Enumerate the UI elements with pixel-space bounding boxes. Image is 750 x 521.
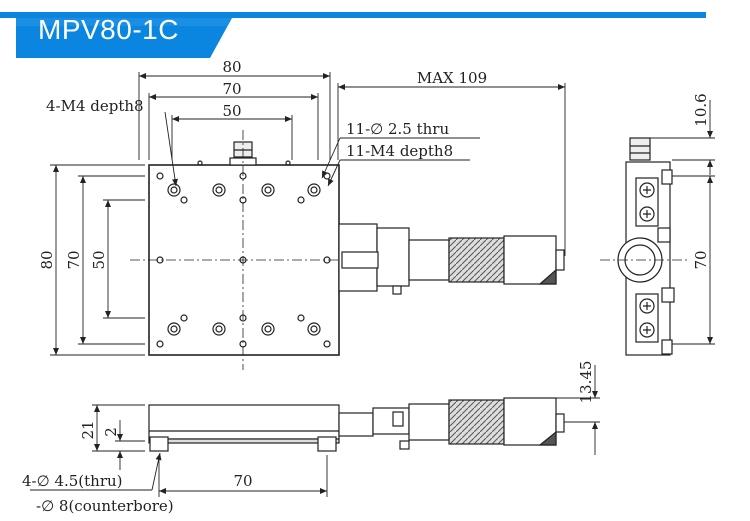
- label-counterbore: -∅ 8(counterbore): [36, 497, 174, 515]
- dim-height-70: 70: [65, 250, 83, 269]
- dim-width-50: 50: [222, 102, 241, 120]
- dim-front-70: 70: [233, 472, 252, 490]
- label-holes-thru: 11-∅ 2.5 thru: [346, 120, 449, 138]
- front-view-dimensions: [30, 365, 600, 497]
- dim-side-70: 70: [692, 250, 710, 269]
- front-view-labels: 21 2 70 13.45 4-∅ 4.5(thru) -∅ 8(counter…: [22, 361, 595, 515]
- top-view-dimensions: [50, 72, 566, 356]
- header-banner: [0, 12, 706, 58]
- top-view: [130, 130, 565, 370]
- dim-2: 2: [102, 427, 120, 437]
- dim-max-travel: MAX 109: [417, 69, 487, 87]
- side-view-labels: 10.6 70: [692, 93, 710, 269]
- side-view-dimensions: [650, 100, 715, 345]
- top-view-labels: 80 70 50 MAX 109 80 70 50 4-M4 depth8 11…: [38, 58, 487, 270]
- label-holes-m4: 11-M4 depth8: [346, 142, 453, 160]
- side-view: [600, 137, 690, 356]
- label-counterbore-thru: 4-∅ 4.5(thru): [22, 472, 123, 490]
- dim-width-80: 80: [222, 58, 241, 76]
- dim-width-70: 70: [222, 80, 241, 98]
- front-view: [148, 397, 565, 452]
- dim-13-45: 13.45: [577, 361, 595, 404]
- dim-height-50: 50: [90, 250, 108, 269]
- dim-height-80: 80: [38, 250, 56, 269]
- dim-10-6: 10.6: [692, 93, 710, 126]
- dim-21: 21: [79, 420, 97, 439]
- micrometer-top: [338, 223, 565, 295]
- mounting-holes: [156, 160, 331, 348]
- label-m4-depth: 4-M4 depth8: [46, 97, 144, 115]
- page-title: MPV80-1C: [38, 14, 179, 45]
